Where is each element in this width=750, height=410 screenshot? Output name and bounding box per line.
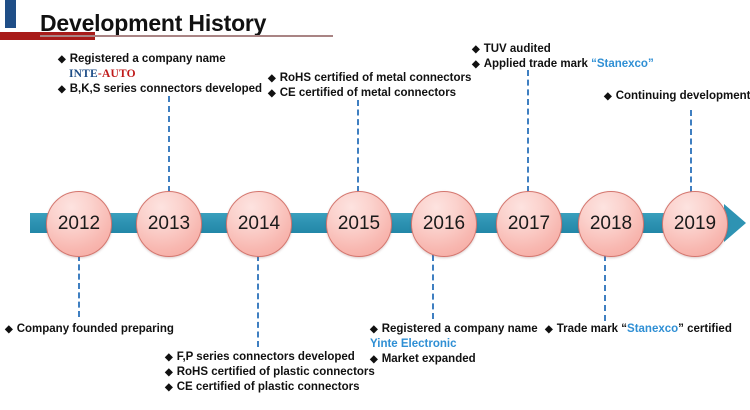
trademark-stanexco: Stanexco — [627, 323, 679, 335]
note-text: Market expanded — [381, 353, 476, 365]
note-text: CE certified of metal connectors — [279, 87, 457, 99]
diamond-bullet-icon: ◆ — [165, 352, 173, 363]
note-line: ◆TUV audited — [472, 42, 654, 57]
note-line: ◆Company founded preparing — [5, 322, 174, 337]
note-text: Trade mark — [556, 323, 622, 335]
note-logo-inte-auto: INTE-AUTO — [69, 67, 262, 82]
diamond-bullet-icon: ◆ — [5, 324, 13, 335]
note-line: ◆CE certified of plastic connectors — [165, 380, 375, 395]
note-2016-bottom: ◆Registered a company name Yinte Electro… — [370, 322, 538, 367]
diamond-bullet-icon: ◆ — [545, 324, 553, 335]
diamond-bullet-icon: ◆ — [472, 59, 480, 70]
timeline-year-2017[interactable]: 2017 — [496, 191, 562, 257]
connector-2018-down — [604, 255, 606, 321]
note-text: Applied trade mark — [483, 58, 592, 70]
note-line: ◆Continuing development — [604, 89, 750, 104]
note-text: Continuing development — [615, 90, 750, 102]
note-line: ◆Registered a company name — [58, 52, 262, 67]
connector-2014-down — [257, 255, 259, 347]
note-2012-top: ◆Registered a company name INTE-AUTO ◆B,… — [58, 52, 262, 97]
connector-2017-up — [527, 70, 529, 192]
note-text: certified — [683, 323, 732, 335]
note-line: ◆RoHS certified of metal connectors — [268, 71, 471, 86]
company-name-yinte-electronic: Yinte Electronic — [370, 338, 457, 350]
note-text: F,P series connectors developed — [176, 351, 355, 363]
quote-open: “ — [591, 58, 597, 70]
note-text: RoHS certified of metal connectors — [279, 72, 472, 84]
timeline-year-2019[interactable]: 2019 — [662, 191, 728, 257]
year-label: 2019 — [673, 213, 717, 234]
note-line: ◆RoHS certified of plastic connectors — [165, 365, 375, 380]
quote-close: ” — [647, 58, 654, 70]
diamond-bullet-icon: ◆ — [58, 84, 66, 95]
connector-2012-down — [78, 255, 80, 317]
connector-2016-down — [432, 255, 434, 319]
note-line: ◆B,K,S series connectors developed — [58, 82, 262, 97]
year-label: 2013 — [147, 213, 191, 234]
note-text: Company founded preparing — [16, 323, 174, 335]
note-text: Registered a company name — [381, 323, 538, 335]
note-text: TUV audited — [483, 43, 551, 55]
note-text: RoHS certified of plastic connectors — [176, 366, 375, 378]
page-title: Development History — [40, 10, 267, 36]
note-line: ◆Registered a company name — [370, 322, 538, 337]
diamond-bullet-icon: ◆ — [165, 382, 173, 393]
diamond-bullet-icon: ◆ — [370, 324, 378, 335]
title-underline — [40, 35, 333, 37]
note-text: B,K,S series connectors developed — [69, 83, 263, 95]
logo-text-auto: -AUTO — [97, 68, 136, 80]
diamond-bullet-icon: ◆ — [268, 73, 276, 84]
timeline-year-2016[interactable]: 2016 — [411, 191, 477, 257]
timeline-arrow-icon — [724, 204, 746, 242]
year-label: 2016 — [422, 213, 466, 234]
diamond-bullet-icon: ◆ — [370, 354, 378, 365]
timeline-year-2018[interactable]: 2018 — [578, 191, 644, 257]
note-2012-bottom: ◆Company founded preparing — [5, 322, 174, 337]
connector-2019-up — [690, 110, 692, 192]
note-line: ◆CE certified of metal connectors — [268, 86, 471, 101]
diamond-bullet-icon: ◆ — [604, 91, 612, 102]
logo-text-inte: INTE — [69, 68, 98, 80]
trademark-stanexco: Stanexco — [596, 58, 648, 70]
year-label: 2018 — [589, 213, 633, 234]
note-line: ◆Market expanded — [370, 352, 538, 367]
quote-open: “ — [621, 323, 628, 335]
note-2017-top: ◆TUV audited ◆Applied trade mark “Stanex… — [472, 42, 654, 72]
connector-2015-up — [357, 100, 359, 192]
timeline-year-2012[interactable]: 2012 — [46, 191, 112, 257]
header-blue-accent-bar — [5, 0, 16, 28]
note-2014-bottom: ◆F,P series connectors developed ◆RoHS c… — [165, 350, 375, 395]
year-label: 2015 — [337, 213, 381, 234]
diamond-bullet-icon: ◆ — [268, 88, 276, 99]
note-line: ◆Trade mark “Stanexco” certified — [545, 322, 732, 337]
year-label: 2017 — [507, 213, 551, 234]
connector-2013-up — [168, 96, 170, 192]
diamond-bullet-icon: ◆ — [58, 54, 66, 65]
note-2018-top: ◆Continuing development — [604, 89, 750, 104]
diamond-bullet-icon: ◆ — [472, 44, 480, 55]
note-line: ◆F,P series connectors developed — [165, 350, 375, 365]
year-label: 2012 — [57, 213, 101, 234]
note-2018-bottom: ◆Trade mark “Stanexco” certified — [545, 322, 732, 337]
year-label: 2014 — [237, 213, 281, 234]
note-2015-top: ◆RoHS certified of metal connectors ◆CE … — [268, 71, 471, 101]
timeline-year-2014[interactable]: 2014 — [226, 191, 292, 257]
timeline-year-2015[interactable]: 2015 — [326, 191, 392, 257]
note-line: ◆Applied trade mark “Stanexco” — [472, 57, 654, 72]
diamond-bullet-icon: ◆ — [165, 367, 173, 378]
quote-close: ” — [678, 323, 684, 335]
timeline-year-2013[interactable]: 2013 — [136, 191, 202, 257]
note-text: CE certified of plastic connectors — [176, 381, 360, 393]
note-text: Registered a company name — [69, 53, 226, 65]
